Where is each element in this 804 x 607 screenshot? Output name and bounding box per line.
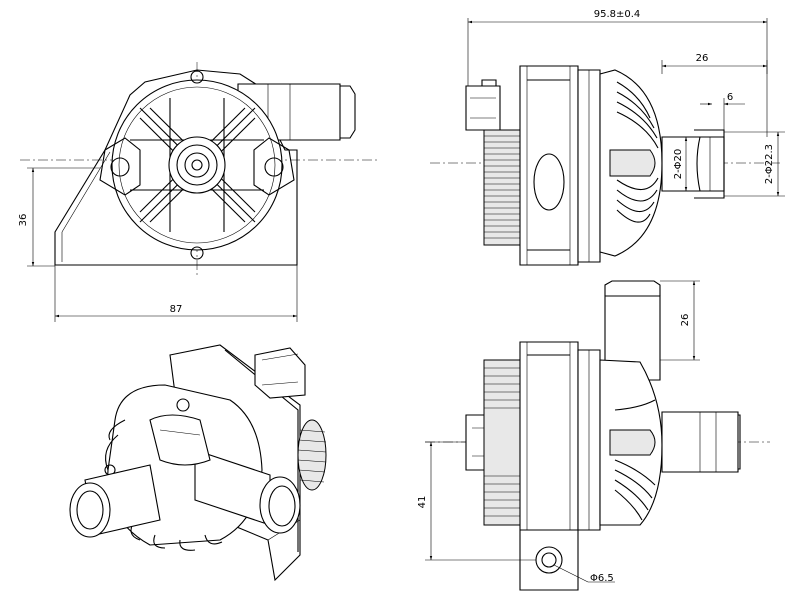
dimension-outlet-offset: 26 <box>696 53 709 64</box>
dimension-bracket-width: 87 <box>170 304 183 315</box>
side-view: 95.8±0.4 26 6 2-Φ20 2-Φ22.3 <box>430 9 785 266</box>
dimension-hose-inner: 2-Φ20 <box>673 149 684 180</box>
top-view: 26 41 Φ6.5 <box>417 280 770 591</box>
connector <box>465 85 501 131</box>
dimension-mount-height: 36 <box>18 214 29 227</box>
mount-hole <box>535 546 563 574</box>
dimension-barb-width: 6 <box>727 92 733 103</box>
pump-body <box>519 65 579 266</box>
dimension-inlet-length: 26 <box>680 314 691 327</box>
dimension-hole-offset: 41 <box>417 496 428 509</box>
dimension-mount-hole: Φ6.5 <box>590 573 614 584</box>
top-pump-body <box>519 341 579 591</box>
isometric-view <box>69 344 327 582</box>
dimension-hose-outer: 2-Φ22.3 <box>764 144 775 184</box>
front-view: 36 87 <box>18 62 380 322</box>
dimension-overall-length: 95.8±0.4 <box>594 9 641 20</box>
